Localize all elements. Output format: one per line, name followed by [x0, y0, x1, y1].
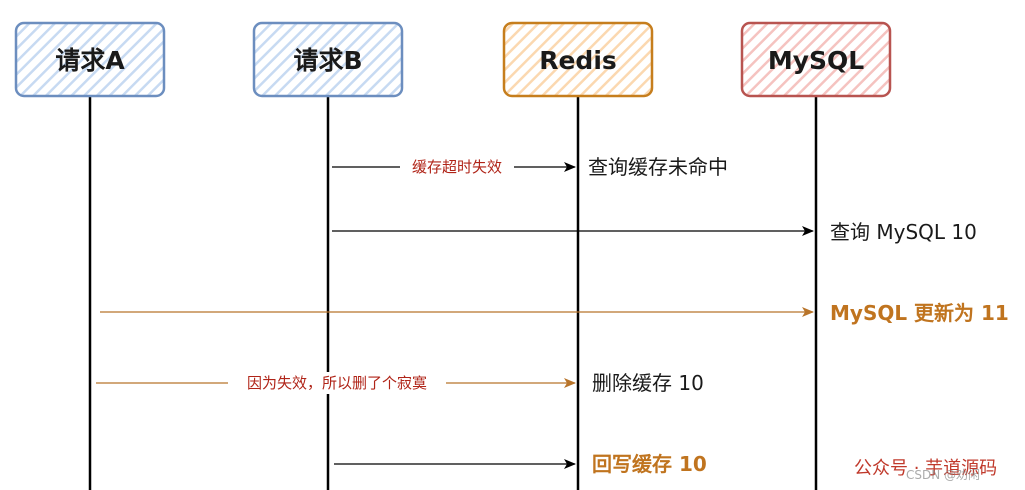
- participant-req-a-label: 请求A: [55, 46, 125, 75]
- arrow-label-delete-futile: 因为失效，所以删了个寂寞: [247, 374, 427, 392]
- participant-redis-label: Redis: [539, 46, 617, 75]
- arrow-label-cache-expired: 缓存超时失效: [412, 158, 502, 176]
- participant-req-b-label: 请求B: [293, 46, 362, 75]
- note-mysql-update: MySQL 更新为 11: [830, 301, 1009, 325]
- participant-mysql: MySQL: [740, 21, 892, 98]
- watermark-main: 公众号 · 芋道源码: [854, 458, 997, 479]
- note-cache-miss: 查询缓存未命中: [588, 155, 728, 179]
- note-writeback-cache: 回写缓存 10: [592, 452, 707, 476]
- participant-req-a: 请求A: [14, 21, 166, 98]
- participant-redis: Redis: [502, 21, 654, 98]
- participant-req-b: 请求B: [252, 21, 404, 98]
- note-query-mysql: 查询 MySQL 10: [830, 220, 977, 244]
- note-delete-cache: 删除缓存 10: [592, 371, 704, 395]
- watermark-csdn: CSDN @劝闲: [906, 467, 980, 482]
- participant-mysql-label: MySQL: [768, 46, 864, 75]
